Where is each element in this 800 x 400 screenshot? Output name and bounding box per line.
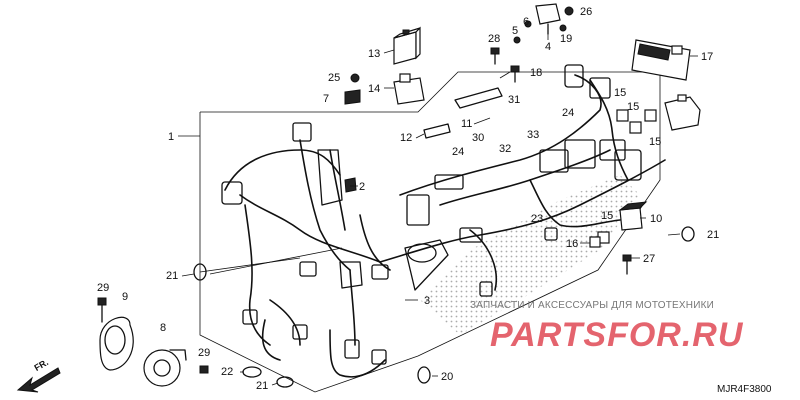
callout-29a: 29 — [97, 282, 109, 294]
callout-17: 17 — [701, 51, 713, 63]
callout-20: 20 — [441, 371, 453, 383]
harness-components — [221, 64, 642, 365]
front-arrow — [16, 367, 61, 393]
callout-15d: 15 — [601, 210, 613, 222]
callout-10: 10 — [650, 213, 662, 225]
callout-labels: 1 2 3 4 5 6 7 8 9 10 11 12 13 14 15 15 1… — [97, 6, 719, 392]
bolt-28 — [490, 47, 500, 65]
watermark-caption: ЗАПЧАСТИ И АКСЕССУАРЫ ДЛЯ МОТОТЕХНИКИ — [470, 300, 715, 311]
nut-5 — [513, 36, 521, 44]
callout-1: 1 — [168, 131, 174, 143]
fuse-cover-17 — [631, 39, 691, 81]
callout-4: 4 — [545, 41, 551, 53]
callout-8: 8 — [160, 322, 166, 334]
callout-23: 23 — [531, 213, 543, 225]
callout-7: 7 — [323, 93, 329, 105]
callout-15b: 15 — [627, 101, 639, 113]
bolt-25 — [350, 73, 360, 83]
callout-30: 30 — [472, 132, 484, 144]
callout-21b: 21 — [166, 270, 178, 282]
callout-24a: 24 — [562, 107, 574, 119]
callout-3: 3 — [424, 295, 430, 307]
callout-16: 16 — [566, 238, 578, 250]
band-21c — [276, 376, 294, 388]
relay-16 — [589, 236, 601, 248]
callout-9: 9 — [122, 291, 128, 303]
connector-4 — [535, 3, 561, 35]
shading-area — [420, 175, 640, 335]
callout-18: 18 — [530, 67, 542, 79]
callout-24b: 24 — [452, 146, 464, 158]
bolt-27 — [622, 254, 632, 275]
callout-21a: 21 — [707, 229, 719, 241]
horn-8 — [143, 349, 209, 387]
callout-13: 13 — [368, 48, 380, 60]
relay-15a — [616, 109, 629, 122]
relay-10 — [618, 201, 648, 231]
band-21a — [681, 226, 695, 242]
watermark-logo: PARTSFOR.RU — [490, 316, 744, 354]
clip-2 — [344, 177, 357, 193]
callout-28: 28 — [488, 33, 500, 45]
callout-15a: 15 — [614, 87, 626, 99]
callout-32: 32 — [499, 143, 511, 155]
callout-14: 14 — [368, 83, 380, 95]
callout-11: 11 — [461, 118, 472, 130]
relay-15b — [629, 121, 642, 134]
relay-block-14 — [393, 73, 425, 105]
callout-31: 31 — [508, 94, 520, 106]
callout-26: 26 — [580, 6, 592, 18]
callout-5: 5 — [512, 25, 518, 37]
nut-19 — [559, 24, 567, 32]
callout-19: 19 — [560, 33, 572, 45]
callout-6: 6 — [523, 16, 529, 28]
callout-29b: 29 — [198, 347, 210, 359]
callout-15c: 15 — [649, 136, 661, 148]
callout-22: 22 — [221, 366, 233, 378]
callout-33: 33 — [527, 129, 539, 141]
clip-12 — [423, 123, 451, 139]
callout-25: 25 — [328, 72, 340, 84]
relay-15c — [644, 109, 657, 122]
diagram-code: MJR4F3800 — [717, 384, 772, 395]
band-22 — [242, 366, 262, 378]
callout-21c: 21 — [256, 380, 268, 392]
bolt-18 — [510, 65, 520, 83]
band-21b — [193, 263, 207, 281]
clip-11 — [454, 87, 503, 109]
callout-27: 27 — [643, 253, 655, 265]
module-13 — [393, 26, 421, 65]
callout-2: 2 — [359, 181, 365, 193]
relay-box — [664, 94, 701, 131]
bracket-7 — [344, 89, 361, 105]
leader-lines — [178, 34, 698, 386]
nut-26 — [564, 6, 574, 16]
horn-9 — [97, 297, 134, 371]
callout-12: 12 — [400, 132, 412, 144]
nut-6 — [524, 20, 532, 28]
band-20 — [417, 366, 431, 384]
